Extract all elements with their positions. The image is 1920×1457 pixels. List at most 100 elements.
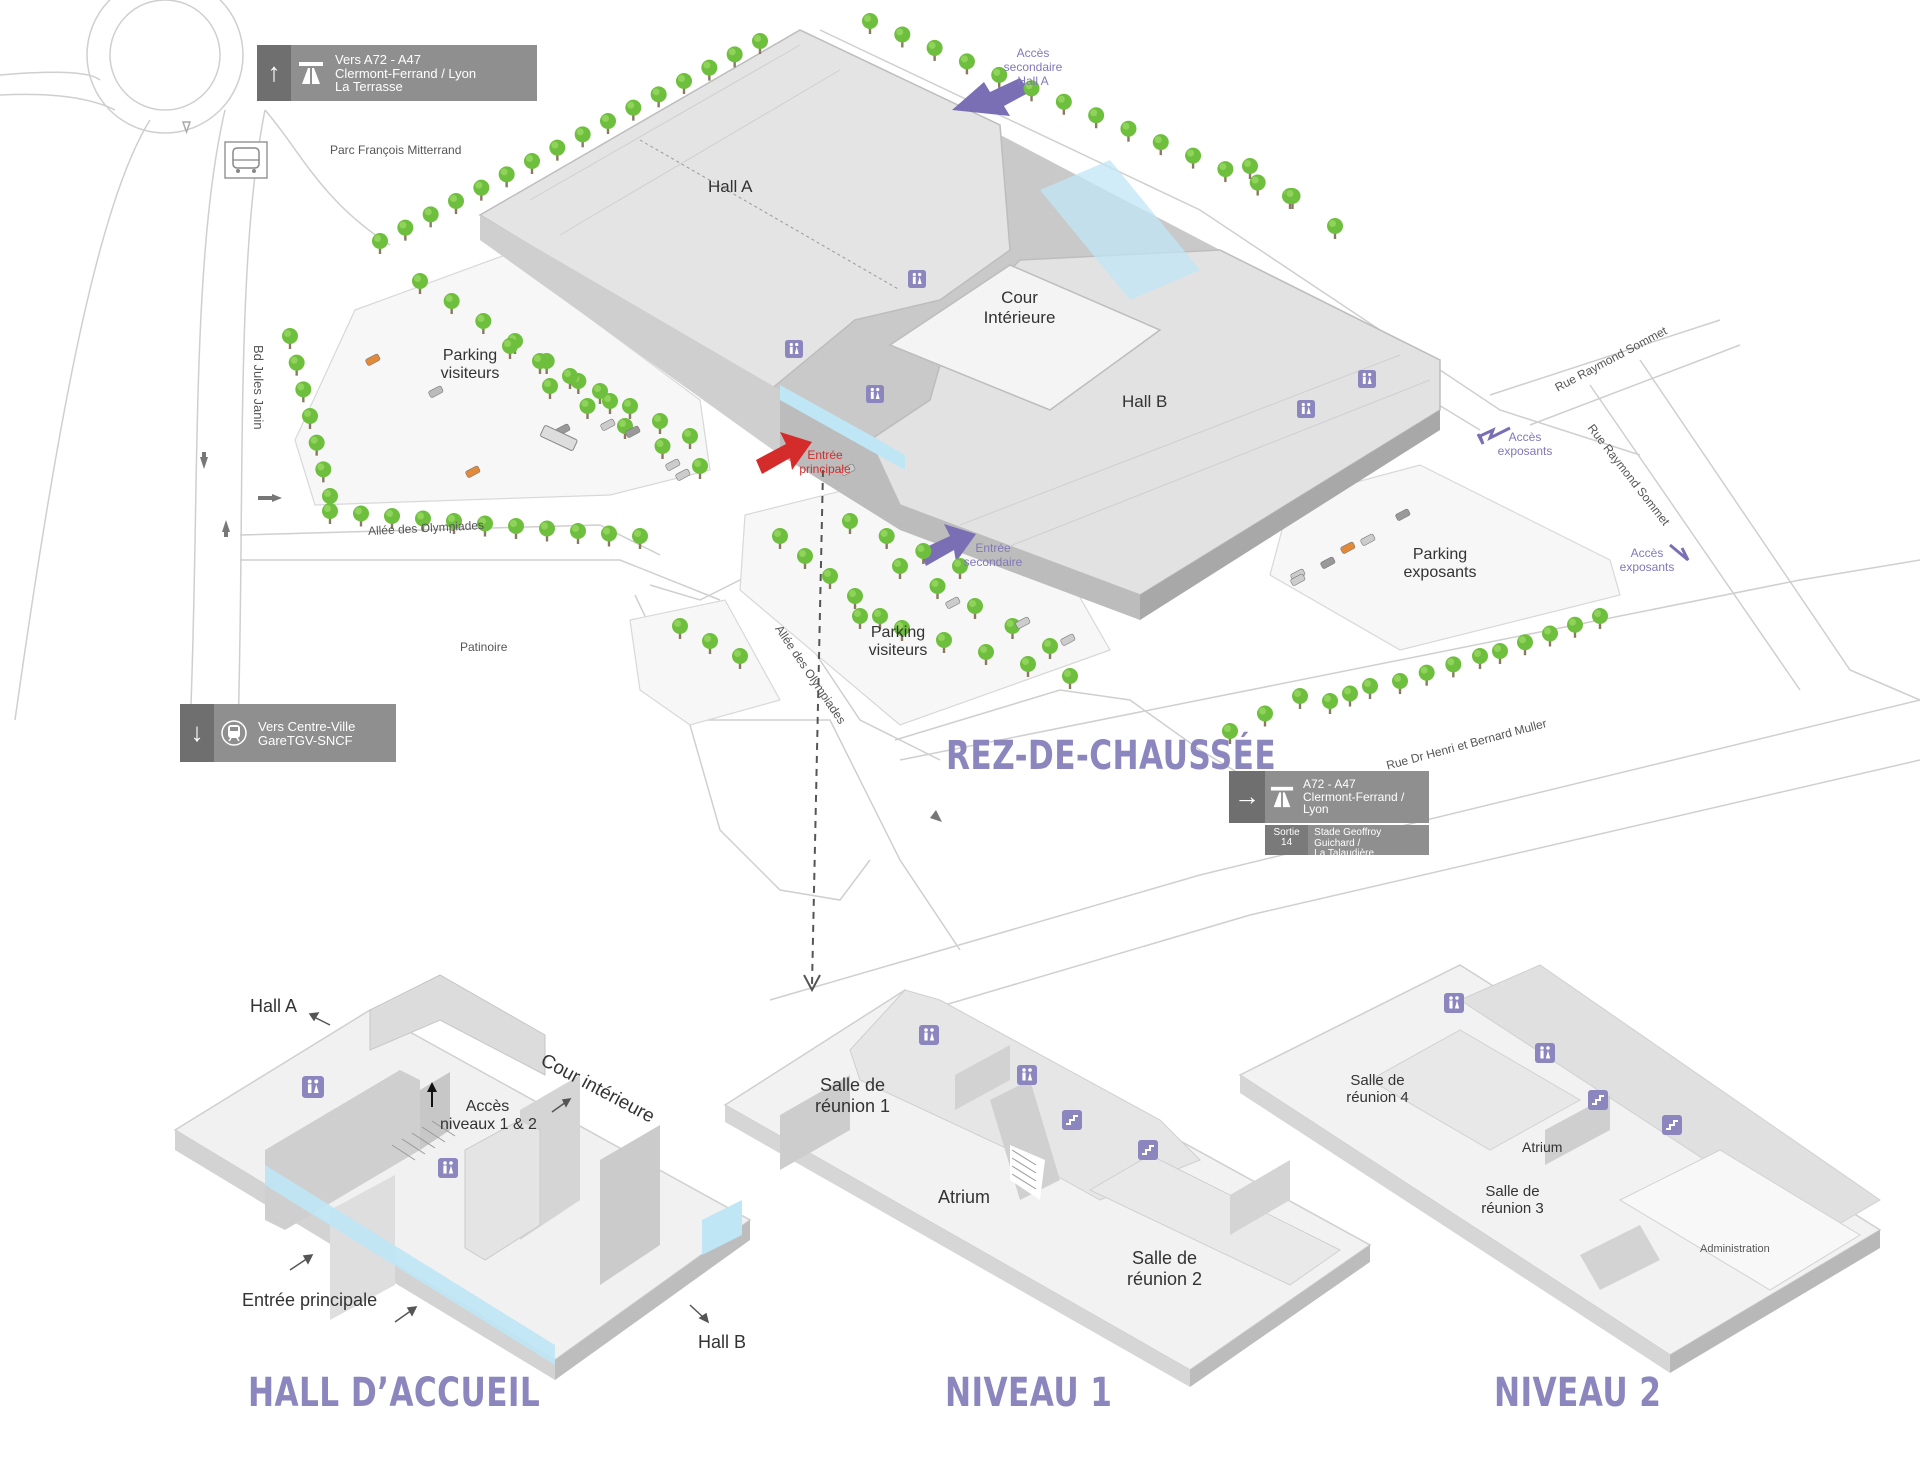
secondary-access-hall-a-arrow <box>952 78 1030 116</box>
niveau-1-title: NIVEAU 1 <box>945 1370 1113 1416</box>
car <box>1320 556 1336 569</box>
tree <box>443 293 460 314</box>
hall-accueil-plan <box>173 974 752 1380</box>
sign-north-line2: Clermont-Ferrand / Lyon <box>335 65 477 81</box>
cour-line-2: Intérieure <box>983 307 1056 327</box>
sign-north-line3: La Terrasse <box>335 79 403 95</box>
tree <box>288 354 305 376</box>
tree <box>574 126 591 148</box>
tree <box>532 353 548 374</box>
atrium-1-label: Atrium <box>938 1187 991 1207</box>
car <box>1360 533 1376 546</box>
main-entrance-line-1: Entrée <box>807 448 843 462</box>
tree <box>1542 625 1558 647</box>
exhibitor-access-2-line-2: exposants <box>1619 559 1675 574</box>
exit-destination-2: La Talaudière <box>1314 848 1375 859</box>
sign-north-line1: Vers A72 - A47 <box>335 52 422 68</box>
main-entrance-label: Entrée principale <box>790 448 860 477</box>
motorway-icon <box>1265 771 1299 823</box>
tree <box>1020 656 1036 677</box>
tree <box>1055 93 1072 115</box>
secondary-entrance-line-1: Entrée <box>975 541 1011 555</box>
tree <box>991 66 1008 88</box>
tree <box>1222 723 1238 744</box>
room-4-line-2: réunion 4 <box>1346 1089 1409 1107</box>
tree <box>1152 134 1169 156</box>
tree <box>477 515 493 537</box>
tree <box>282 328 298 349</box>
tree <box>878 528 895 549</box>
tree <box>1292 688 1308 709</box>
tree <box>412 273 428 294</box>
tree <box>1088 107 1105 129</box>
tree <box>384 508 400 529</box>
exhibitor-access-label-1: Accès exposants <box>1490 430 1560 459</box>
parking-visiteurs-label-1: Parking visiteurs <box>430 347 510 384</box>
sign-east-line3: Lyon <box>1303 802 1329 817</box>
parking-exposants-label: Parking exposants <box>1400 546 1480 583</box>
tree <box>1445 656 1462 678</box>
tree <box>353 505 369 527</box>
entrance-link-arrowhead <box>803 974 821 993</box>
exhibitor-access-1-line-2: exposants <box>1497 443 1553 458</box>
tree <box>1249 174 1266 196</box>
tree <box>1257 705 1273 727</box>
access-arrows <box>756 78 1690 566</box>
tree <box>967 598 983 619</box>
tree <box>842 513 858 534</box>
tree <box>872 608 888 629</box>
tree <box>570 523 586 544</box>
niveau-2-title: NIVEAU 2 <box>1494 1370 1662 1416</box>
atrium-2-label: Atrium <box>1522 1139 1563 1155</box>
tree <box>726 46 743 68</box>
tree <box>475 313 492 334</box>
tree <box>650 86 667 108</box>
tree <box>625 99 642 121</box>
cour-line-1: Cour <box>1001 288 1038 307</box>
tree <box>1242 158 1258 179</box>
street-jules-janin: Bd Jules Janin <box>251 345 266 430</box>
secondary-access-line-2: secondaire <box>1003 59 1063 74</box>
tree <box>600 113 616 134</box>
car <box>1340 541 1356 554</box>
tree <box>622 398 638 419</box>
hall-a-label: Hall A <box>708 177 753 196</box>
sign-east-line1: A72 - A47 <box>1303 777 1356 792</box>
tree <box>1362 678 1378 699</box>
tree <box>601 525 617 547</box>
car <box>1015 616 1031 629</box>
tree <box>542 378 558 399</box>
car <box>465 465 481 478</box>
down-arrow-icon: ↓ <box>180 704 214 762</box>
motorway-icon <box>291 45 331 101</box>
parking-exposants-line-1: Parking <box>1412 546 1468 563</box>
tree <box>926 39 943 61</box>
tree <box>1327 218 1343 239</box>
tree <box>1472 648 1488 669</box>
sign-east: → A72 - A47 Clermont-Ferrand / Lyon <box>1229 771 1429 823</box>
car <box>1290 573 1306 586</box>
parking-visiteurs-2-line-1: Parking <box>870 624 926 641</box>
room-1-line-1: Salle de <box>819 1075 886 1095</box>
up-arrow-icon: ↑ <box>257 45 291 101</box>
tree <box>579 398 596 419</box>
car <box>665 458 681 471</box>
tree <box>1567 616 1583 638</box>
tree <box>422 206 439 228</box>
room-1-label: Salle de réunion 1 <box>800 1075 905 1116</box>
car <box>600 418 616 431</box>
niveau-2-plan <box>1238 964 1882 1373</box>
exhibitor-access-arrow-2 <box>1669 543 1690 562</box>
car <box>1395 508 1411 521</box>
tree <box>936 632 952 653</box>
tree <box>752 33 768 54</box>
parking-visiteurs-1-line-2: visiteurs <box>440 365 500 383</box>
parking-visiteurs-2-line-2: visiteurs <box>868 642 928 660</box>
exhibitor-access-label-2: Accès exposants <box>1612 546 1682 575</box>
tree <box>315 461 332 483</box>
right-arrow-icon: → <box>1229 771 1265 823</box>
sign-north: ↑ Vers A72 - A47 Clermont-Ferrand / Lyon… <box>257 45 537 101</box>
room-3-line-1: Salle de <box>1485 1183 1540 1200</box>
